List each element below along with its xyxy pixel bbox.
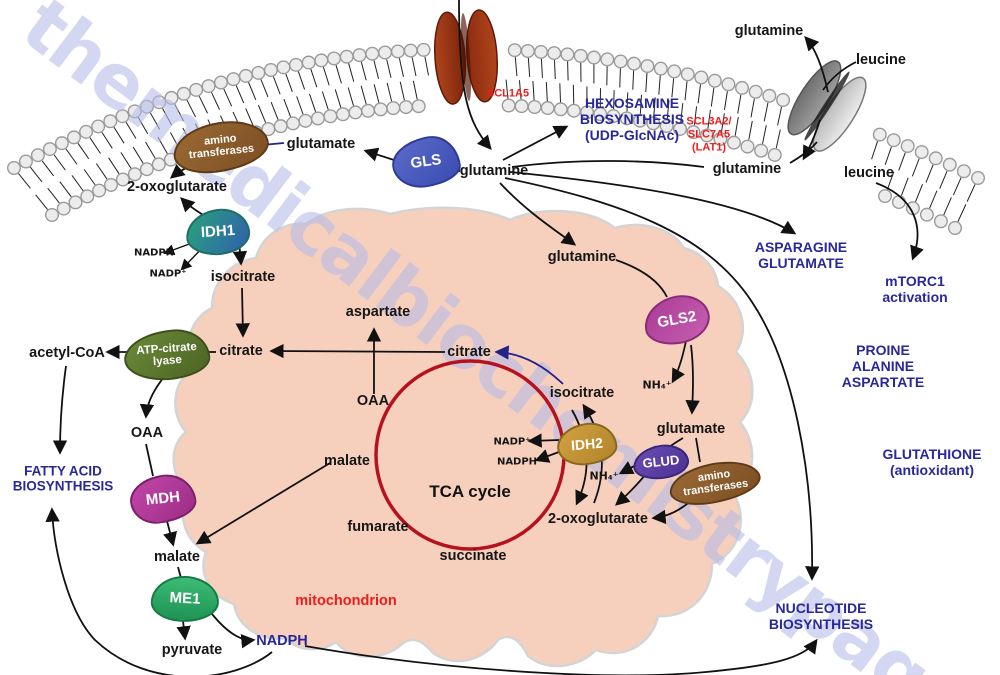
enzyme-idh1-label: IDH1	[200, 221, 236, 242]
lat1-label-1: SCL3A2/	[686, 115, 732, 128]
metabolite-succinate: succinate	[439, 548, 507, 564]
metabolite-fumarate: fumarate	[347, 519, 409, 535]
pathway-hexosamine: HEXOSAMINE BIOSYNTHESIS (UDP-GlcNAc)	[579, 95, 685, 144]
metabolite-nadp-mito: NADP⁺	[493, 436, 531, 448]
pathway-proine-l2: ALANINE	[851, 358, 915, 375]
metabolite-pyruvate: pyruvate	[161, 642, 223, 658]
metabolite-acetyl-coa: acetyl-CoA	[29, 345, 105, 361]
enzyme-at1-label-2: transferases	[188, 142, 255, 162]
metabolite-nadph-bottom: NADPH	[256, 633, 308, 649]
metabolite-oaa-cyto: OAA	[130, 425, 164, 441]
metabolite-leucine-in: leucine	[844, 165, 894, 181]
pathway-mtorc1-l2: activation	[882, 289, 948, 305]
pathway-fattyacid-l1: FATTY ACID	[24, 463, 102, 479]
enzyme-acl-label-2: lyase	[152, 353, 183, 368]
metabolite-2-oxoglutarate-cyto: 2-oxoglutarate	[127, 179, 227, 195]
enzyme-aminotransferases-cyto: amino transferases	[170, 117, 272, 177]
enzyme-idh2-label: IDH2	[570, 434, 604, 454]
enzyme-mdh-label: MDH	[145, 488, 181, 509]
enzyme-me1: ME1	[149, 574, 221, 624]
lat1-label-2: SLC7A5	[687, 128, 731, 141]
pathway-proine-l3: ASPARTATE	[841, 373, 925, 390]
pathway-asparagine: ASPARAGINE GLUTAMATE	[754, 239, 848, 272]
enzyme-gls2-label: GLS2	[656, 307, 698, 332]
metabolite-nadph-mito: NADPH	[496, 456, 538, 468]
metabolite-glutamine-hub: glutamine	[459, 163, 529, 179]
scl1a5-label: SCL1A5	[486, 87, 530, 100]
enzyme-gls2: GLS2	[640, 290, 714, 350]
metabolite-2-oxoglutarate-mito: 2-oxoglutarate	[548, 511, 648, 527]
metabolite-nh4-upper: NH₄⁺	[642, 378, 672, 392]
lat1-label-3: (LAT1)	[691, 141, 727, 154]
transporter-scl1a5	[433, 9, 499, 105]
pathway-glutathione-l2: (antioxidant)	[890, 462, 974, 478]
pathway-nucleotide-l1: NUCLEOTIDE	[775, 600, 867, 617]
pathway-nucleotide: NUCLEOTIDE BIOSYNTHESIS	[768, 600, 874, 633]
enzyme-gls: GLS	[388, 132, 464, 192]
metabolite-citrate-cyto: citrate	[219, 343, 263, 359]
enzyme-at2-label-2: transferases	[682, 477, 749, 499]
pathway-asparagine-l2: GLUTAMATE	[758, 255, 844, 271]
enzyme-gls-label: GLS	[409, 151, 443, 173]
mitochondrion-blob	[172, 206, 754, 668]
metabolite-nadp-cyto: NADP⁺	[149, 268, 187, 280]
metabolite-isocitrate-cyto: isocitrate	[210, 269, 276, 285]
pathway-hexosamine-l2: BIOSYNTHESIS	[579, 111, 685, 128]
pathway-proine-l1: PROINE	[856, 342, 910, 359]
enzyme-glud-label: GLUD	[641, 452, 681, 472]
metabolite-malate-cyto: malate	[154, 549, 200, 565]
pathway-glutathione: GLUTATHIONE (antioxidant)	[882, 446, 982, 479]
pathway-asparagine-l1: ASPARAGINE	[754, 239, 848, 256]
metabolite-aspartate: aspartate	[345, 304, 411, 320]
pathway-mtorc1: mTORC1 activation	[882, 273, 948, 306]
metabolite-leucine-top: leucine	[856, 52, 906, 68]
pathway-fattyacid-l2: BIOSYNTHESIS	[12, 479, 114, 494]
enzyme-me1-label: ME1	[169, 589, 201, 608]
metabolite-malate-mito: malate	[324, 453, 370, 469]
metabolite-glutamate-mito: glutamate	[656, 421, 726, 437]
metabolite-nadph-cyto: NADPH	[133, 247, 175, 259]
pathway-hexosamine-l3: (UDP-GlcNAc)	[584, 126, 680, 143]
enzyme-idh1: IDH1	[184, 206, 252, 258]
metabolite-citrate-mito: citrate	[447, 344, 491, 360]
metabolite-glutamine-efflux: glutamine	[712, 161, 782, 177]
tca-cycle-label: TCA cycle	[429, 482, 511, 501]
metabolite-glutamine-mito: glutamine	[547, 249, 617, 265]
transporter-lat1	[787, 60, 867, 152]
enzyme-idh2: IDH2	[555, 420, 619, 468]
pathway-mtorc1-l1: mTORC1	[885, 273, 945, 290]
pathway-proine: PROINE ALANINE ASPARTATE	[841, 342, 925, 391]
metabolite-glutamate-cyto: glutamate	[286, 136, 356, 152]
metabolite-nh4-lower: NH₄⁺	[589, 469, 619, 483]
mitochondrion-label: mitochondrion	[295, 593, 397, 609]
metabolite-isocitrate-mito: isocitrate	[549, 385, 615, 401]
enzyme-mdh: MDH	[127, 471, 199, 527]
pathway-glutathione-l1: GLUTATHIONE	[882, 446, 982, 463]
pathway-fattyacid: FATTY ACID BIOSYNTHESIS	[13, 464, 114, 495]
pathway-hexosamine-l1: HEXOSAMINE	[584, 95, 680, 112]
enzyme-atp-citrate-lyase: ATP-citrate lyase	[122, 327, 212, 383]
pathway-nucleotide-l2: BIOSYNTHESIS	[768, 616, 874, 632]
metabolite-glutamine-top: glutamine	[734, 23, 804, 39]
metabolite-oaa-mito: OAA	[356, 393, 390, 409]
cell-membrane	[6, 42, 986, 235]
